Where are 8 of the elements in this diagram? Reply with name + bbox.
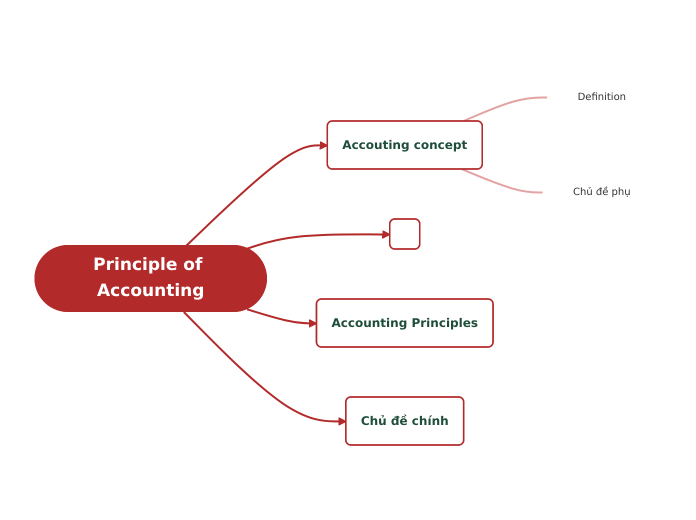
node-text: Chủ đề phụ xyxy=(573,186,631,198)
arrow xyxy=(246,230,391,250)
arrow xyxy=(246,308,318,328)
arrow xyxy=(183,311,347,426)
node-text: Definition xyxy=(578,92,626,103)
connector xyxy=(462,96,548,122)
arrow xyxy=(186,140,328,247)
connector xyxy=(462,168,544,194)
